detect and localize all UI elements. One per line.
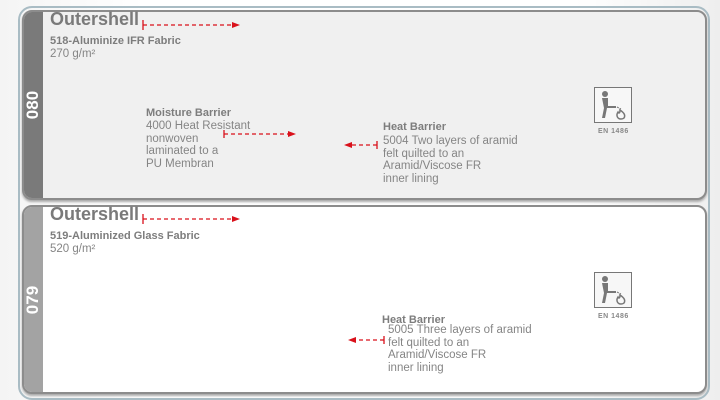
- product-panel-080: 080: [22, 10, 707, 200]
- standard-label: EN 1486: [598, 128, 629, 135]
- product-code: 079: [23, 285, 43, 314]
- firefighter-icon: [594, 87, 632, 123]
- outershell-name: 518-Aluminize IFR Fabric: [50, 35, 181, 47]
- product-panel-079: 079: [22, 205, 707, 394]
- outershell-title: Outershell: [50, 9, 140, 29]
- product-code-strip: 079: [24, 207, 43, 392]
- heat-barrier-title: Heat Barrier: [383, 121, 446, 133]
- firefighter-icon: [594, 272, 632, 308]
- outer-frame: [18, 6, 710, 400]
- outershell-weight: 520 g/m²: [50, 243, 96, 255]
- product-code-strip: 080: [24, 12, 43, 198]
- outershell-title: Outershell: [50, 204, 140, 224]
- heat-barrier-title: Heat Barrier: [382, 314, 445, 326]
- product-code: 080: [23, 90, 43, 120]
- heat-barrier-text: 5004 Two layers of aramid felt quilted t…: [383, 135, 518, 185]
- standard-label: EN 1486: [598, 313, 629, 320]
- moisture-barrier-title: Moisture Barrier: [146, 107, 231, 119]
- heat-barrier-text: 5005 Three layers of aramid felt quilted…: [388, 324, 532, 374]
- moisture-barrier-text: 4000 Heat Resistant nonwoven laminated t…: [146, 120, 251, 170]
- outershell-name: 519-Aluminized Glass Fabric: [50, 230, 200, 242]
- outershell-weight: 270 g/m²: [50, 48, 96, 60]
